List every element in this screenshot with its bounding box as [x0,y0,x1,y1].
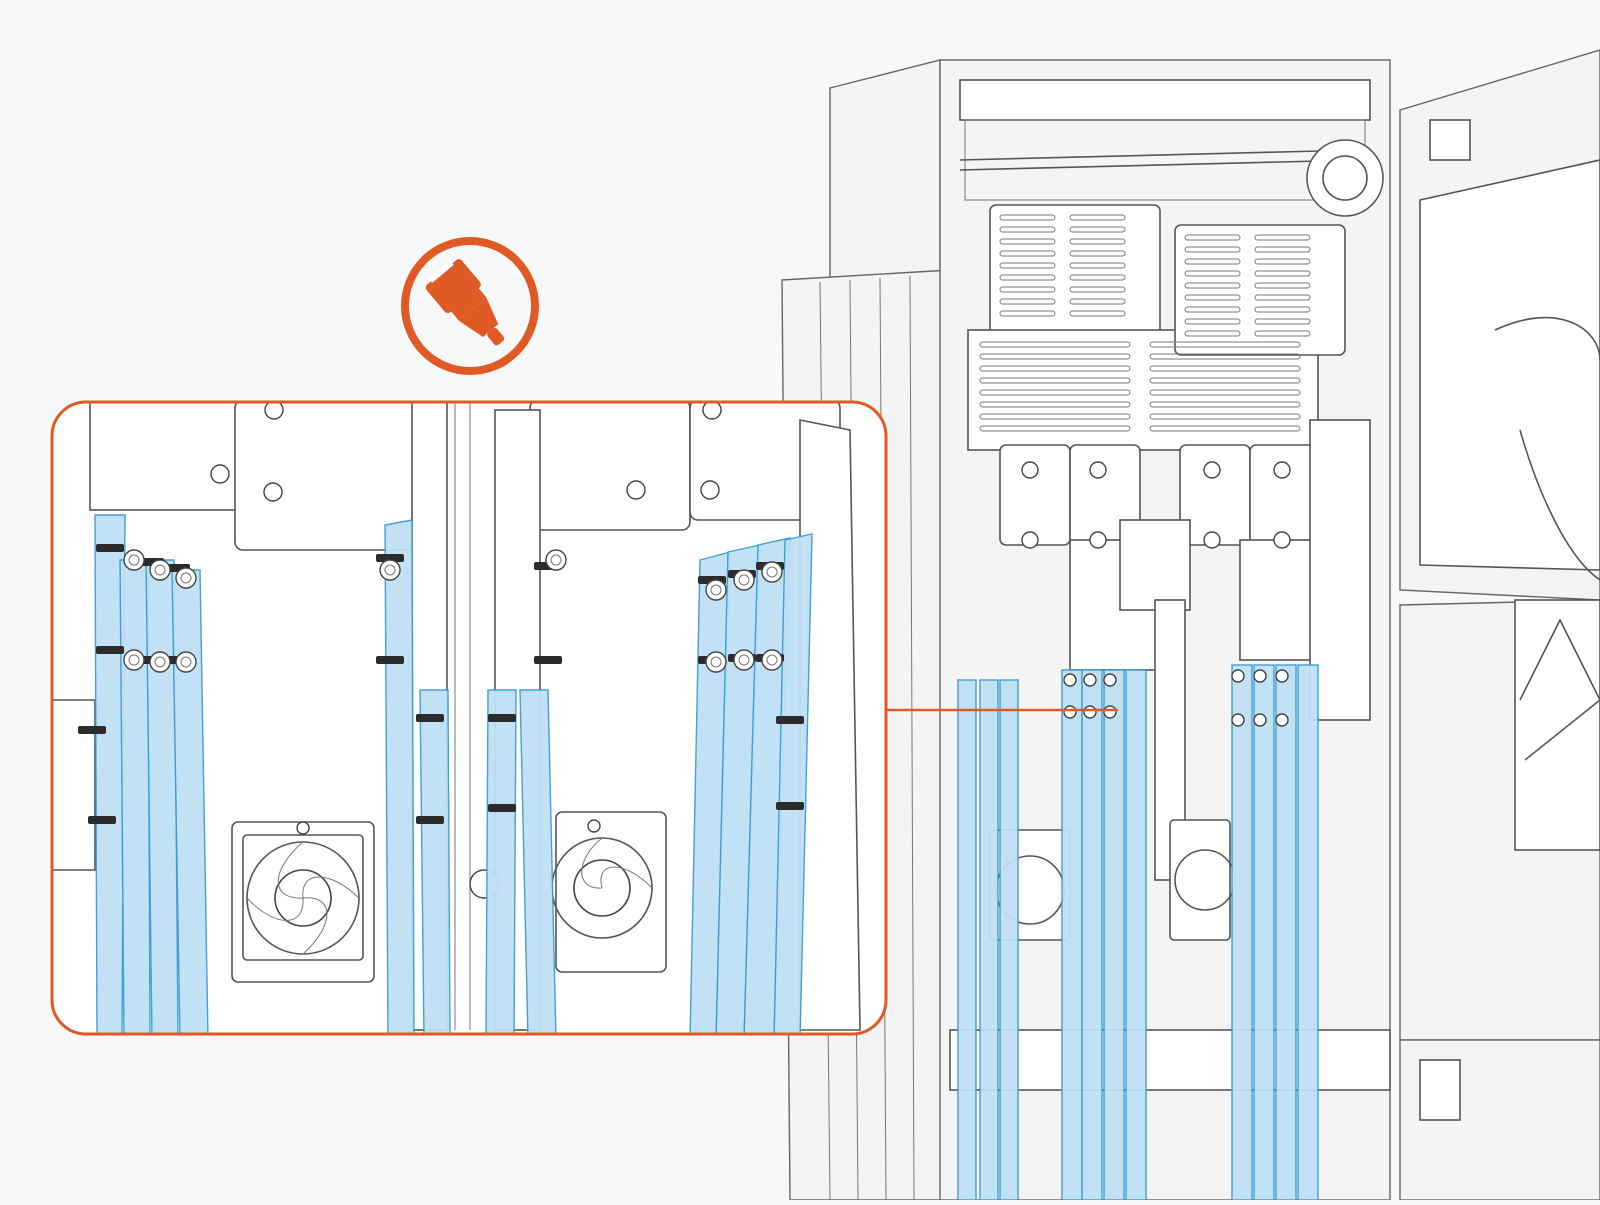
power-module-right [1174,224,1346,356]
cabinet-door [1399,49,1600,1201]
cabinet-fan-right [1169,819,1236,941]
detail-callout [50,400,888,1036]
cable-ties [78,544,804,824]
detail-callout-frame [50,400,888,1036]
plug-connector-icon [401,237,539,375]
detail-fan-right [551,811,667,973]
terminal-block [999,444,1321,881]
cabinet [781,49,1600,1201]
cabinet-cables [957,664,1319,1201]
vent-slots [979,214,1311,432]
detail-fan-left [231,821,375,983]
